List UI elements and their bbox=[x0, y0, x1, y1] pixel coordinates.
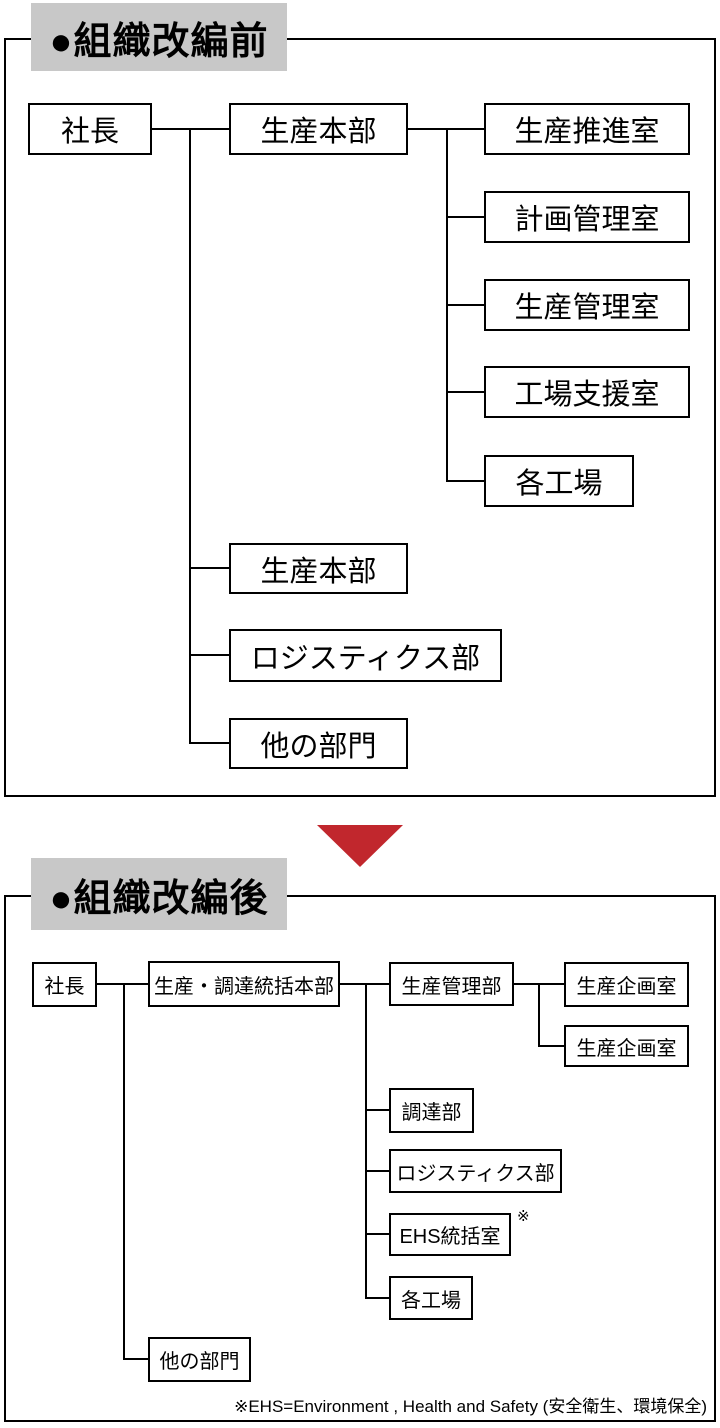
connector-branch-logistics bbox=[189, 654, 230, 656]
section-after-title: ●組織改編後 bbox=[31, 858, 287, 930]
org-node-production-hq-top: 生産本部 bbox=[229, 103, 408, 155]
org-node-factory-support-office: 工場支援室 bbox=[484, 366, 690, 418]
org-node-production-planning-office-1: 生産企画室 bbox=[564, 962, 689, 1007]
connector-branch-each-factory bbox=[446, 480, 484, 482]
org-node-production-promotion-office: 生産推進室 bbox=[484, 103, 690, 155]
connector-trunk-left bbox=[189, 128, 191, 744]
connector-branch-other-depts bbox=[189, 742, 230, 744]
org-node-production-procurement-hq: 生産・調達統括本部 bbox=[148, 961, 340, 1007]
section-before-frame bbox=[4, 38, 716, 797]
org-node-each-factory-before: 各工場 bbox=[484, 455, 634, 507]
ehs-note-asterisk: ※ bbox=[517, 1208, 530, 1225]
connector-branch-production-admin bbox=[446, 304, 484, 306]
org-node-planning-admin-office: 計画管理室 bbox=[484, 191, 690, 243]
connector-branch-production-hq-lower bbox=[189, 567, 230, 569]
connector-branch-planning-2 bbox=[538, 1045, 564, 1047]
org-node-production-hq-lower: 生産本部 bbox=[229, 543, 408, 594]
connector-branch-factory-support bbox=[446, 391, 484, 393]
connector-branch-logistics-after bbox=[365, 1170, 389, 1172]
connector-trunk-left-after bbox=[123, 983, 125, 1360]
org-node-logistics-before: ロジスティクス部 bbox=[229, 629, 502, 682]
org-node-production-admin-dept: 生産管理部 bbox=[389, 962, 514, 1006]
org-node-ehs-office: EHS統括室 bbox=[389, 1213, 511, 1256]
org-node-logistics-after: ロジスティクス部 bbox=[389, 1149, 562, 1193]
section-after-frame bbox=[4, 895, 716, 1422]
connector-branch-planning-admin bbox=[446, 216, 484, 218]
connector-branch-other-depts-after bbox=[123, 1358, 148, 1360]
org-node-president-after: 社長 bbox=[32, 962, 97, 1007]
footnote-ehs: ※EHS=Environment , Health and Safety (安全… bbox=[234, 1397, 707, 1416]
connector-trunk-depts bbox=[365, 983, 367, 1299]
org-node-other-depts-before: 他の部門 bbox=[229, 718, 408, 769]
connector-hq-to-depts bbox=[340, 983, 389, 985]
section-before-title: ●組織改編前 bbox=[31, 3, 287, 71]
org-node-president-before: 社長 bbox=[28, 103, 152, 155]
connector-branch-procurement bbox=[365, 1109, 389, 1111]
connector-president-to-hq bbox=[152, 128, 230, 130]
connector-branch-ehs bbox=[365, 1233, 389, 1235]
down-arrow-icon bbox=[317, 825, 403, 867]
connector-trunk-planning bbox=[538, 983, 540, 1047]
org-node-other-depts-after: 他の部門 bbox=[148, 1337, 251, 1382]
org-node-production-planning-office-2: 生産企画室 bbox=[564, 1025, 689, 1067]
connector-president-to-hq-after bbox=[97, 983, 148, 985]
connector-branch-each-factory-after bbox=[365, 1297, 389, 1299]
org-node-production-admin-office: 生産管理室 bbox=[484, 279, 690, 331]
org-node-each-factory-after: 各工場 bbox=[389, 1276, 473, 1320]
org-node-procurement-dept: 調達部 bbox=[389, 1088, 474, 1133]
